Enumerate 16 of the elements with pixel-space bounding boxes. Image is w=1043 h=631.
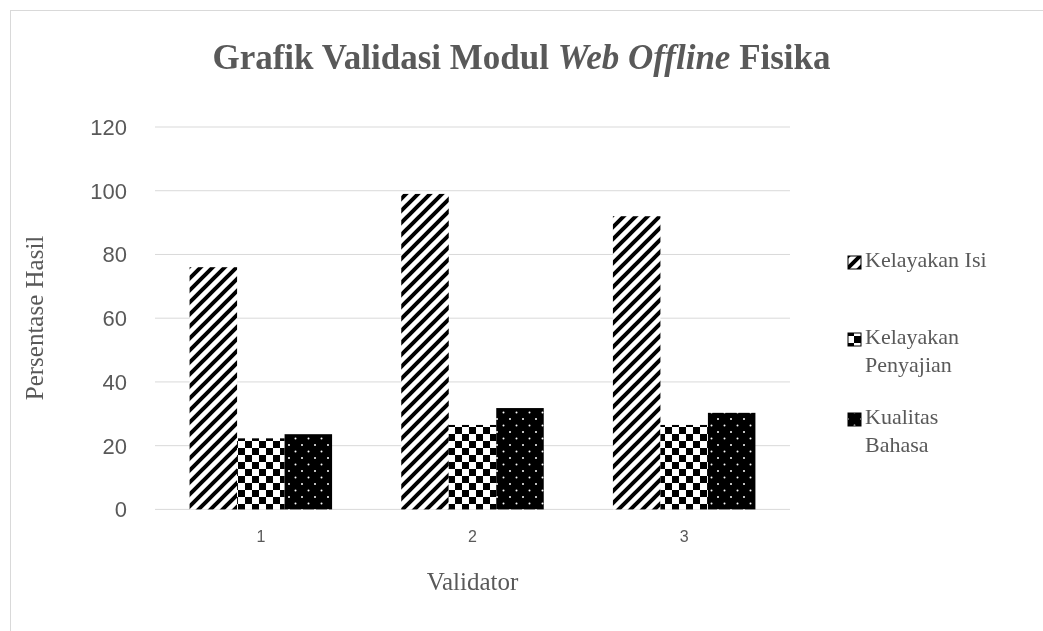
legend-label: Kelayakan Isi	[865, 246, 988, 274]
x-tick-label: 1	[256, 528, 266, 545]
y-tick-label: 40	[102, 369, 127, 395]
y-axis-title: Persentase Hasil	[21, 235, 48, 401]
chart-title: Grafik Validasi Modul Web Offline Fisika	[211, 38, 832, 78]
y-tick-label: 80	[102, 242, 127, 268]
legend-label: Kualitas Bahasa	[865, 403, 940, 459]
legend-label: Kelayakan Penyajian	[865, 323, 961, 379]
x-tick-label: 3	[679, 528, 689, 545]
y-tick-label: 100	[90, 178, 127, 204]
x-axis-title: Validator	[426, 568, 519, 595]
x-tick-label: 2	[468, 528, 477, 545]
y-tick-label: 120	[90, 115, 127, 140]
y-tick-label: 0	[114, 497, 127, 523]
y-tick-label: 60	[102, 306, 127, 332]
y-tick-label: 20	[102, 433, 127, 459]
